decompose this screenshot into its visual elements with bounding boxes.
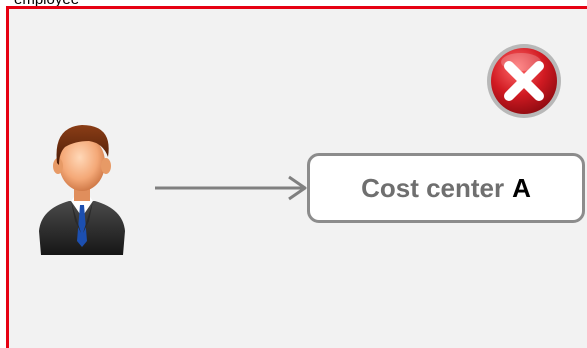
diagram-frame: Cost center A (6, 6, 587, 348)
person-icon (39, 125, 125, 255)
cost-center-letter: A (512, 172, 531, 203)
arrow-connector (155, 175, 307, 201)
cost-center-label: Cost center (361, 172, 505, 203)
top-label: employee (14, 0, 79, 8)
cost-center-box: Cost center A (307, 153, 585, 223)
error-icon (487, 44, 561, 118)
